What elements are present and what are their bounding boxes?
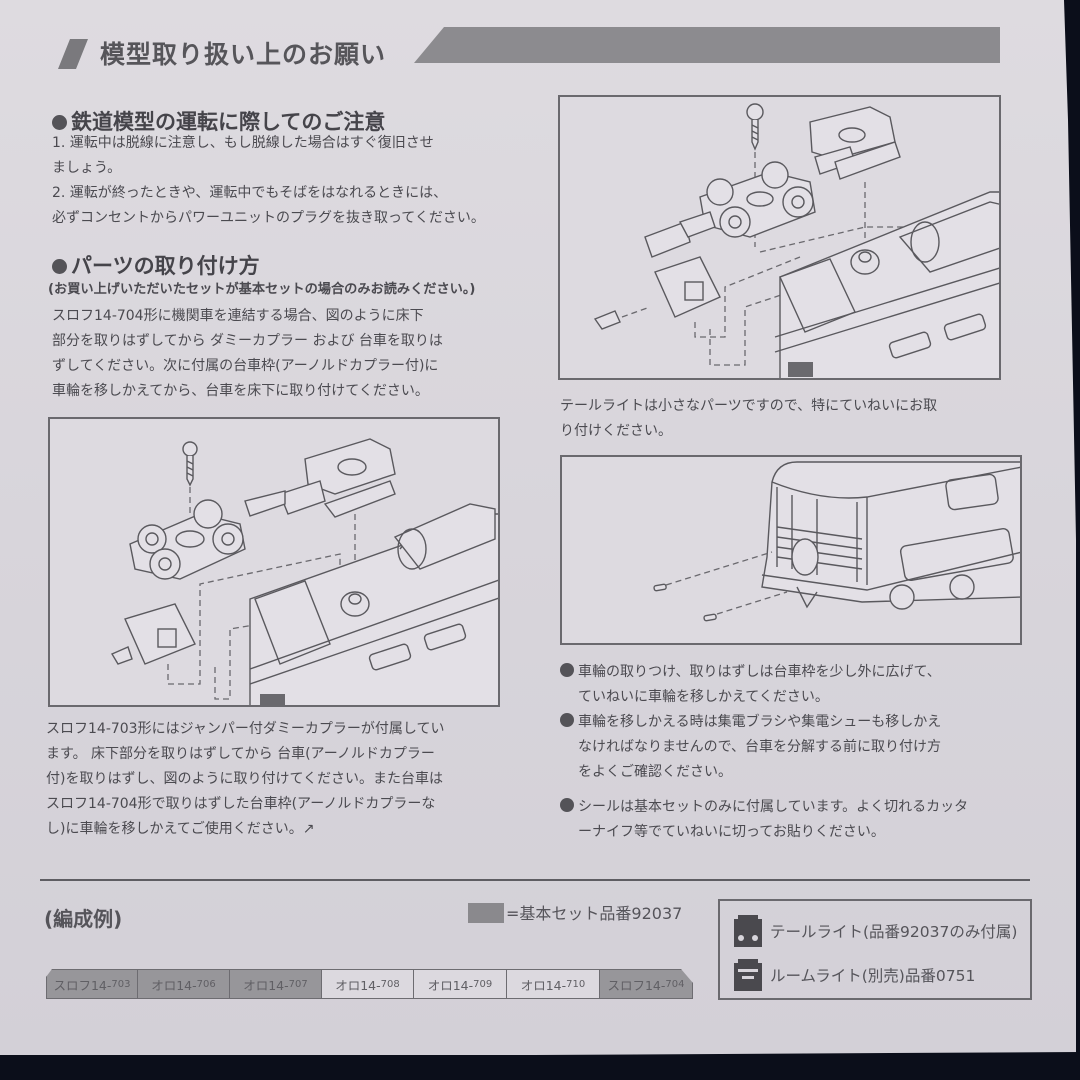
parts-note: (お買い上げいただいたセットが基本セットの場合のみお読みください。) <box>48 282 476 297</box>
tail-light-installation-diagram <box>560 455 1022 645</box>
text-line: 車輪の取りつけ、取りはずしは台車枠を少し外に広げて、 <box>578 664 941 680</box>
page-title: 模型取り扱い上のお願い <box>100 40 387 69</box>
car-oro14-710: オロ14-710 <box>507 969 600 999</box>
text-line: ーナイフ等でていねいに切ってお貼りください。 <box>578 824 885 840</box>
bogie-assembly-diagram-slof14-703 <box>558 95 1001 380</box>
car-prefix: オロ14- <box>335 977 381 993</box>
text-line: なければなりませんので、台車を分解する前に取り付け方 <box>578 739 942 755</box>
text-line: 2. 運転が終ったときや、運転中でもそばをはなれるときには、 <box>52 185 448 201</box>
car-oro14-706: オロ14-706 <box>138 969 230 999</box>
section-heading-parts: パーツの取り付け方 <box>52 250 260 280</box>
slof14-703-text: スロフ14-703形にはジャンパー付ダミーカプラーが付属してい ます。 床下部分… <box>46 717 444 842</box>
legend-label: テールライト(品番92037のみ付属) <box>770 923 1018 941</box>
bullet-dot-icon <box>560 663 574 677</box>
text-line: テールライトは小さなパーツですので、特にていねいにお取 <box>560 398 938 414</box>
taillight-text: テールライトは小さなパーツですので、特にていねいにお取 り付けください。 <box>560 394 937 444</box>
car-end-illustration <box>653 461 1020 622</box>
car-oro14-709: オロ14-709 <box>414 969 507 999</box>
parts-text: スロフ14-704形に機関車を連結する場合、図のように床下 部分を取りはずしてか… <box>52 304 443 404</box>
note-current-collector: 車輪を移しかえる時は集電ブラシや集電シューも移しかえ なければなりませんので、台… <box>560 710 941 785</box>
bullet-dot-icon <box>560 798 574 812</box>
car-prefix: スロフ14- <box>607 977 666 993</box>
basic-set-swatch <box>468 903 504 923</box>
text-line: スロフ14-704形で取りはずした台車枠(アーノルドカプラーな <box>46 796 436 812</box>
text-line: 1. 運転中は脱線に注意し、もし脱線した場合はすぐ復旧させ <box>52 135 434 151</box>
header-accent-bar <box>58 39 88 69</box>
instruction-sheet: 模型取り扱い上のお願い 鉄道模型の運転に際してのご注意 1. 運転中は脱線に注意… <box>0 0 1076 1055</box>
heading-text: パーツの取り付け方 <box>71 254 260 278</box>
car-number: 704 <box>665 978 685 990</box>
tail-light-icon <box>734 915 762 947</box>
text-line: ていねいに車輪を移しかえてください。 <box>578 689 829 705</box>
bullet-dot-icon <box>560 713 574 727</box>
note-wheel-replacement: 車輪の取りつけ、取りはずしは台車枠を少し外に広げて、 ていねいに車輪を移しかえて… <box>560 660 941 710</box>
car-number: 709 <box>473 978 493 990</box>
text-line: シールは基本セットのみに付属しています。よく切れるカッタ <box>578 799 969 815</box>
car-prefix: オロ14- <box>427 977 474 993</box>
car-oro14-707: オロ14-707 <box>230 969 322 999</box>
operation-text: 1. 運転中は脱線に注意し、もし脱線した場合はすぐ復旧させ ましょう。 2. 運… <box>52 131 485 231</box>
car-prefix: オロ14- <box>151 977 197 993</box>
text-line: 車輪を移しかえてから、台車を床下に取り付けてください。 <box>52 383 429 399</box>
legend-label: ルームライト(別売)品番0751 <box>770 967 976 985</box>
car-number: 707 <box>288 978 308 990</box>
basic-set-legend: =基本セット品番92037 <box>506 904 683 923</box>
car-number: 703 <box>111 978 131 990</box>
text-line: 部分を取りはずしてから ダミーカプラー および 台車を取りは <box>52 333 443 349</box>
text-line: 車輪を移しかえる時は集電ブラシや集電シューも移しかえ <box>578 714 942 730</box>
text-line: スロフ14-704形に機関車を連結する場合、図のように床下 <box>52 308 424 324</box>
text-line: スロフ14-703形にはジャンパー付ダミーカプラーが付属してい <box>46 721 445 737</box>
room-light-icon <box>734 959 762 991</box>
text-line: ましょう。 <box>52 160 122 176</box>
text-line: をよくご確認ください。 <box>578 764 732 780</box>
car-number: 706 <box>196 978 216 990</box>
car-oro14-708: オロ14-708 <box>322 969 414 999</box>
text-line: し)に車輪を移しかえてご使用ください。↗ <box>46 821 315 837</box>
legend-item-tail-light: テールライト(品番92037のみ付属) <box>734 915 1017 947</box>
light-legend-box: テールライト(品番92037のみ付属) ルームライト(別売)品番0751 <box>718 899 1032 1000</box>
car-number: 708 <box>380 978 400 990</box>
text-line: ます。 床下部分を取りはずしてから 台車(アーノルドカプラー <box>46 746 435 762</box>
bullet-dot-icon <box>52 115 67 130</box>
text-line: ずしてください。次に付属の台車枠(アーノルドカプラー付)に <box>52 358 439 374</box>
note-stickers: シールは基本セットのみに付属しています。よく切れるカッタ ーナイフ等でていねいに… <box>560 795 968 845</box>
formation-title: (編成例) <box>44 907 123 931</box>
text-line: 付)を取りはずし、図のように取り付けてください。また台車は <box>46 771 444 787</box>
car-slof14-703: スロフ14-703 <box>46 969 138 999</box>
text-line: り付けください。 <box>560 423 672 439</box>
exploded-bogie-illustration <box>110 438 498 705</box>
car-slof14-704: スロフ14-704 <box>600 969 693 999</box>
legend-item-room-light: ルームライト(別売)品番0751 <box>734 959 975 991</box>
exploded-bogie-illustration <box>593 103 999 378</box>
bullet-dot-icon <box>52 259 67 274</box>
header-banner-bar <box>414 27 1000 63</box>
section-divider <box>40 879 1030 881</box>
bogie-assembly-diagram-slof14-704 <box>48 417 500 707</box>
car-prefix: スロフ14- <box>53 977 112 993</box>
formation-diagram: スロフ14-703 オロ14-706 オロ14-707 オロ14-708 オロ1… <box>46 969 693 999</box>
car-prefix: オロ14- <box>243 977 289 993</box>
section-heading-operation: 鉄道模型の運転に際してのご注意 <box>52 106 385 136</box>
text-line: 必ずコンセントからパワーユニットのプラグを抜き取ってください。 <box>52 210 485 226</box>
car-number: 710 <box>566 978 586 990</box>
car-prefix: オロ14- <box>520 977 567 993</box>
heading-text: 鉄道模型の運転に際してのご注意 <box>71 110 386 134</box>
